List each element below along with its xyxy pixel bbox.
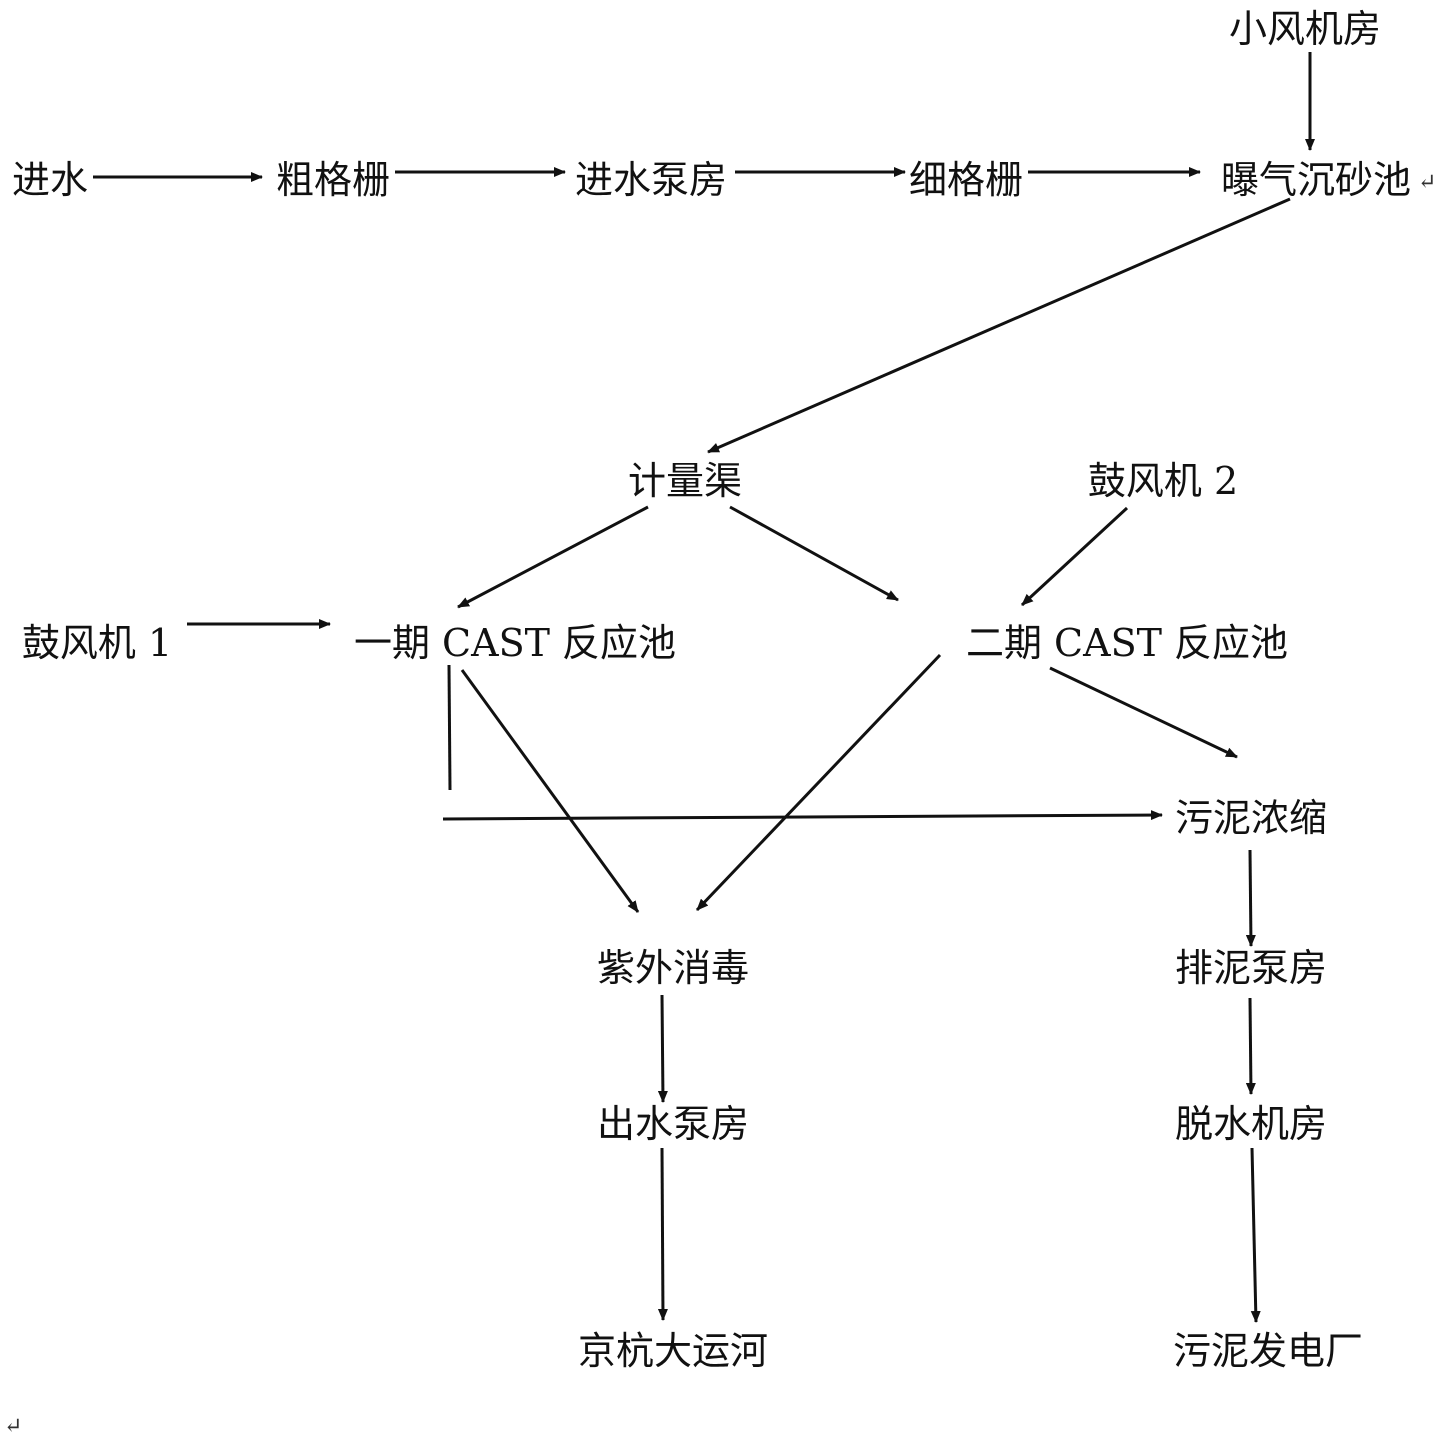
arrow-cast-2-to-sludge-thickening — [1049, 666, 1238, 759]
arrow-metering-to-cast-2 — [729, 505, 899, 602]
node-sludge-power-plant: 污泥发电厂 — [1172, 1329, 1364, 1373]
node-blower-2: 鼓风机 2 — [1087, 459, 1239, 503]
arrow-effluent-pump-to-canal — [657, 1147, 668, 1321]
node-dewatering-house: 脱水机房 — [1174, 1102, 1328, 1146]
arrow-grit-chamber-to-metering-channel — [707, 197, 1291, 454]
corner-return-mark: ↵ — [4, 1414, 23, 1439]
arrow-uv-to-effluent-pump — [657, 994, 668, 1103]
node-effluent-pump-house: 出水泵房 — [596, 1102, 750, 1146]
arrow-cast-1-to-sludge-thickening — [442, 810, 1163, 821]
node-coarse-screen: 粗格栅 — [275, 158, 391, 202]
line-cast-1-sludge-down — [447, 664, 452, 791]
node-sludge-thickening: 污泥浓缩 — [1174, 796, 1328, 840]
node-fine-screen: 细格栅 — [908, 158, 1024, 202]
node-intake-pump-house: 进水泵房 — [574, 158, 728, 202]
node-uv-disinfection: 紫外消毒 — [596, 946, 750, 990]
arrow-cast-2-to-uv — [695, 653, 942, 912]
arrow-cast-1-to-uv — [460, 669, 640, 913]
node-grand-canal: 京杭大运河 — [577, 1329, 769, 1373]
arrow-sludge-pump-to-dewatering — [1245, 997, 1256, 1095]
arrow-metering-to-cast-1 — [457, 505, 649, 609]
node-sludge-pump-house: 排泥泵房 — [1174, 946, 1328, 990]
arrow-thickening-to-sludge-pump — [1245, 849, 1256, 947]
arrow-dewatering-to-power-plant — [1250, 1147, 1261, 1323]
node-metering-channel: 计量渠 — [627, 459, 743, 503]
paragraph-return-mark: ↵ — [1418, 170, 1437, 195]
node-cast-phase-1: 一期 CAST 反应池 — [353, 621, 677, 665]
arrow-blower-2-to-cast-2 — [1020, 506, 1129, 607]
node-blower-1: 鼓风机 1 — [21, 621, 173, 665]
node-intake: 进水 — [11, 158, 89, 202]
node-cast-phase-2: 二期 CAST 反应池 — [965, 621, 1289, 665]
node-aerated-grit-chamber: 曝气沉砂池 — [1220, 158, 1412, 202]
node-small-blower-house: 小风机房 — [1228, 7, 1382, 51]
